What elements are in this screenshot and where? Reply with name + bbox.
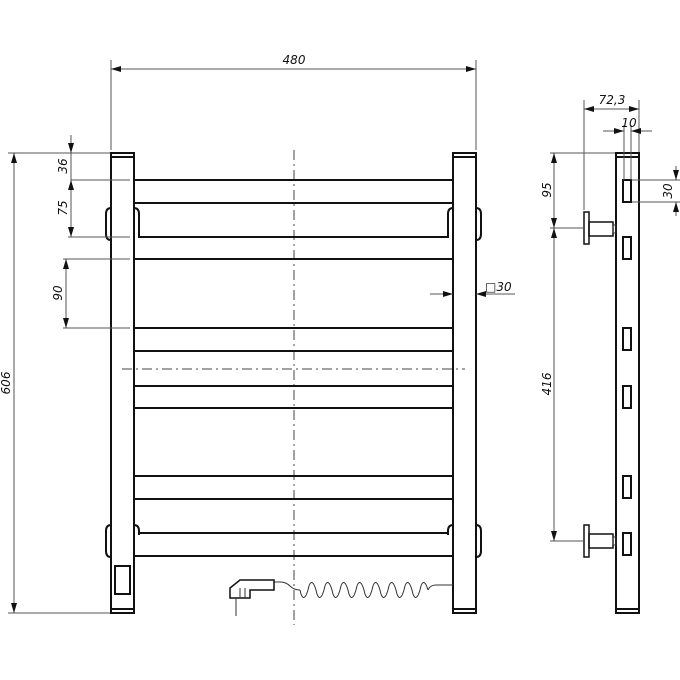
dim-bar-spacing-mid: 90	[51, 285, 65, 301]
plug-icon	[229, 579, 275, 599]
dim-rail-thickness: 10	[621, 116, 637, 130]
bracket-bottom-right	[475, 524, 482, 558]
dim-overall-width: 480	[283, 53, 306, 67]
side-dimensions: 72,3 10 95 30 416	[540, 93, 680, 542]
dim-bar-spacing-top: 75	[56, 200, 70, 215]
heating-element-box	[114, 565, 131, 595]
power-cord	[229, 579, 453, 616]
dim-bar-height: 30	[661, 183, 675, 199]
left-rail	[105, 152, 140, 614]
bracket-top-right	[475, 207, 482, 241]
dim-bracket-spacing: 416	[540, 372, 554, 395]
front-dimensions: 480 606 36 75 90 □30	[0, 53, 515, 614]
dim-top-offset: 36	[56, 158, 70, 174]
dim-overall-height: 606	[0, 371, 13, 394]
dim-bar-profile: □30	[485, 280, 512, 294]
wall-mount-top	[583, 211, 617, 245]
wall-mount-bottom	[583, 524, 617, 558]
side-view	[583, 152, 640, 614]
towel-bars	[134, 179, 453, 557]
bracket-bottom-left	[105, 524, 112, 558]
right-rail	[447, 152, 482, 614]
dim-overall-depth: 72,3	[599, 93, 626, 107]
coiled-cord	[299, 582, 429, 598]
dim-top-bracket-offset: 95	[540, 182, 554, 197]
bracket-top-left	[105, 207, 112, 241]
front-view	[105, 150, 482, 625]
side-rail	[615, 152, 640, 614]
